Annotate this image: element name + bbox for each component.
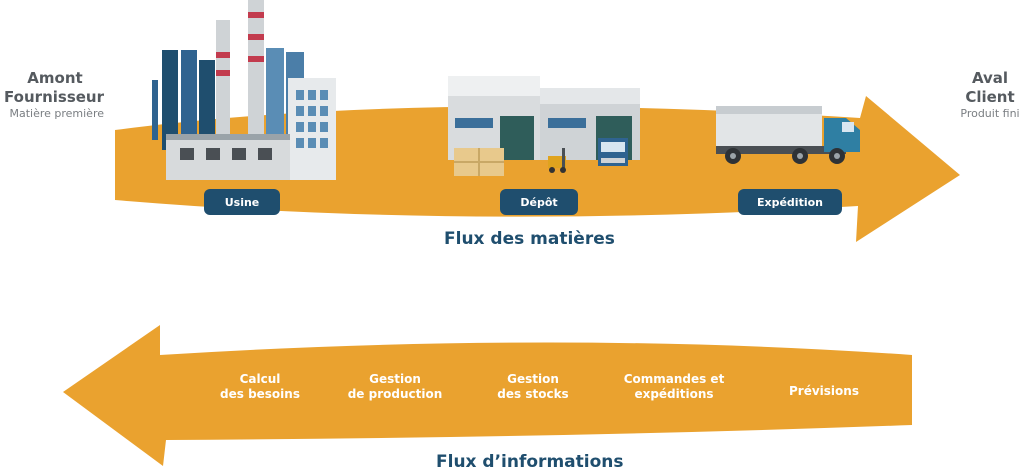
info-item-gestion-production: Gestion de production	[347, 372, 443, 401]
material-flow-title: Flux des matières	[444, 229, 615, 249]
factory-illustration	[152, 0, 336, 180]
upstream-label: Amont Fournisseur Matière première	[0, 69, 104, 121]
info-item-gestion-stocks: Gestion des stocks	[497, 372, 569, 401]
upstream-title: Amont	[27, 69, 83, 87]
stage-expedition: Expédition	[738, 189, 842, 215]
downstream-label: Aval Client Produit fini	[956, 69, 1024, 121]
stage-usine: Usine	[204, 189, 280, 215]
downstream-title: Aval	[971, 69, 1009, 87]
shipping-truck-illustration	[716, 106, 860, 164]
information-flow-arrow	[63, 325, 912, 466]
downstream-client: Client	[965, 88, 1015, 106]
downstream-subtitle: Produit fini	[960, 107, 1020, 120]
info-item-commandes-expeditions: Commandes et expéditions	[623, 372, 725, 401]
upstream-supplier: Fournisseur	[4, 88, 104, 106]
stage-depot: Dépôt	[500, 189, 578, 215]
depot-illustration	[448, 76, 640, 176]
information-flow-title: Flux d’informations	[436, 452, 624, 472]
upstream-subtitle: Matière première	[9, 107, 104, 120]
info-item-previsions: Prévisions	[789, 384, 859, 398]
info-item-calcul-besoins: Calcul des besoins	[220, 372, 300, 401]
